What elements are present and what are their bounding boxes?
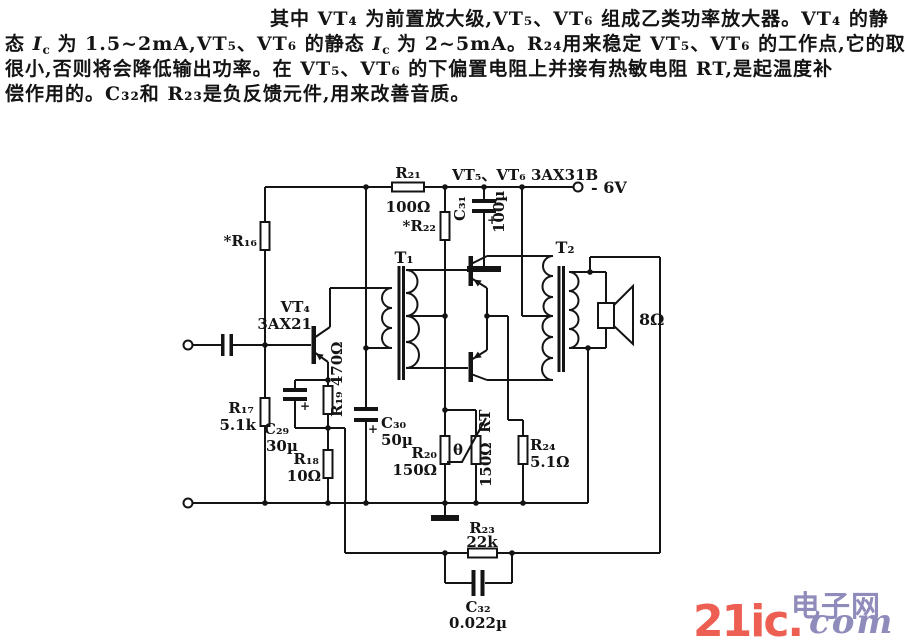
label-r20-value: 150Ω — [392, 461, 437, 479]
label-r19: R₁₉ 470Ω — [328, 342, 346, 418]
label-r16: *R₁₆ — [224, 232, 258, 250]
label-vt5-vt6: VT₅、VT₆ 3AX31B — [451, 166, 598, 184]
component-labels: R₂₁ 100Ω VT₅、VT₆ 3AX31B - 6V *R₂₂ C₃₁ + … — [220, 164, 665, 632]
watermark-dot: . — [787, 596, 804, 643]
resistor-r20 — [439, 435, 451, 465]
thermistor-arrow — [447, 417, 487, 463]
paragraph-line: 偿作用的。C₃₂和 R₂₃是负反馈元件,用来改善音质。 — [5, 83, 471, 105]
label-t2: T₂ — [556, 238, 575, 257]
transformer-t2 — [541, 255, 580, 381]
transistor-vt6-base-bar — [468, 352, 473, 382]
ground-symbol — [431, 515, 459, 521]
resistor-r24 — [517, 435, 529, 465]
label-rt-value: 150Ω — [477, 442, 495, 487]
label-r21-value: 100Ω — [386, 198, 431, 216]
label-c32-value: 0.022µ — [449, 614, 507, 632]
label-c30: C₃₀ — [381, 414, 407, 432]
junction-dots — [262, 184, 593, 556]
watermark-brand-wrap: 21ic. — [693, 596, 804, 643]
resistor-r16 — [259, 221, 271, 251]
label-r24: R₂₄ — [530, 436, 556, 454]
paragraph-line: 很小,否则将会降低输出功率。在 VT₅、VT₆ 的下偏置电阻上并接有热敏电阻 R… — [5, 58, 833, 80]
speaker-8ohm — [597, 283, 634, 347]
t2-core — [557, 266, 561, 372]
label-speaker-impedance: 8Ω — [639, 310, 664, 329]
label-r22: *R₂₂ — [403, 217, 436, 235]
label-t1: T₁ — [395, 248, 414, 267]
vt6-emitter-arrow — [473, 351, 482, 359]
label-r18-value: 10Ω — [287, 467, 321, 485]
label-c29: C₂₉ — [264, 420, 289, 438]
label-c29-plus: + — [300, 399, 310, 413]
label-power: - 6V — [591, 178, 627, 197]
capacitor-c30 — [354, 418, 378, 422]
vt5-emitter-arrow — [473, 279, 482, 287]
resistor-r19 — [322, 385, 334, 415]
speaker-driver — [597, 302, 615, 329]
label-rt: RT — [476, 409, 494, 433]
label-r24-value: 5.1Ω — [530, 453, 569, 471]
t1-core — [402, 266, 405, 380]
label-r20: R₂₀ — [411, 444, 437, 462]
capacitor-c29 — [283, 397, 307, 401]
capacitors — [221, 199, 496, 596]
capacitor-c31 — [472, 209, 496, 213]
resistor-r21 — [391, 181, 425, 193]
label-c31-value: 100µ — [490, 191, 508, 233]
t1-core — [397, 266, 401, 380]
label-r18: R₁₈ — [293, 450, 319, 468]
description-paragraph: 其中 VT₄ 为前置放大级,VT₅、VT₆ 组成乙类功率放大器。VT₄ 的静 态… — [0, 7, 905, 107]
label-c30-plus: + — [368, 422, 378, 436]
watermark-cjk: 电子网 — [791, 589, 882, 623]
ground-symbol — [467, 266, 501, 272]
label-r21: R₂₁ — [395, 164, 421, 182]
power-terminal — [572, 181, 584, 193]
label-vt4-model: 3AX21 — [257, 315, 312, 333]
label-vt4: VT₄ — [280, 298, 311, 316]
paragraph-line: 态 Ic 为 1.5~2mA,VT₅、VT₆ 的静态 Ic 为 2~5mA。R₂… — [5, 33, 905, 57]
speaker-cone — [613, 283, 634, 347]
transformer-t1 — [381, 266, 420, 380]
capacitor-c32 — [471, 570, 476, 596]
t2-core — [562, 266, 565, 372]
capacitor-c32 — [480, 570, 485, 596]
label-c31: C₃₁ — [451, 196, 469, 221]
paragraph-line: 其中 VT₄ 为前置放大级,VT₅、VT₆ 组成乙类功率放大器。VT₄ 的静 — [270, 8, 889, 30]
resistor-r17 — [259, 397, 271, 427]
input-coupling-cap — [229, 334, 233, 356]
label-c31-plus: + — [487, 213, 497, 227]
capacitor-c31 — [472, 199, 496, 203]
capacitor-c29 — [283, 388, 307, 392]
label-r23: R₂₃ — [469, 519, 495, 537]
vt4-emitter-arrow — [316, 353, 324, 361]
capacitor-c30 — [354, 407, 378, 411]
label-r17: R₁₇ — [228, 399, 254, 417]
label-r23-value: 22k — [466, 533, 498, 551]
watermark-tld: com — [809, 602, 895, 642]
transistor-vt4-base-bar — [311, 326, 316, 364]
input-coupling-cap — [221, 334, 225, 356]
label-c32: C₃₂ — [465, 598, 490, 616]
input-terminal-top — [182, 339, 194, 351]
label-c30-value: 50µ — [381, 431, 413, 449]
resistor-r22 — [439, 211, 451, 241]
watermark-21ic: 21ic. 电子网 com — [687, 581, 905, 643]
label-c29-value: 30µ — [266, 437, 298, 455]
resistors — [259, 181, 529, 559]
resistor-r23 — [467, 547, 498, 559]
resistor-r18 — [322, 449, 334, 479]
label-r17-value: 5.1k — [220, 416, 257, 434]
label-theta: θ — [453, 441, 463, 459]
ground-symbols — [431, 266, 501, 521]
watermark-brand: 21ic — [693, 596, 789, 643]
input-terminal-bottom — [182, 497, 194, 509]
terminals — [182, 181, 584, 509]
